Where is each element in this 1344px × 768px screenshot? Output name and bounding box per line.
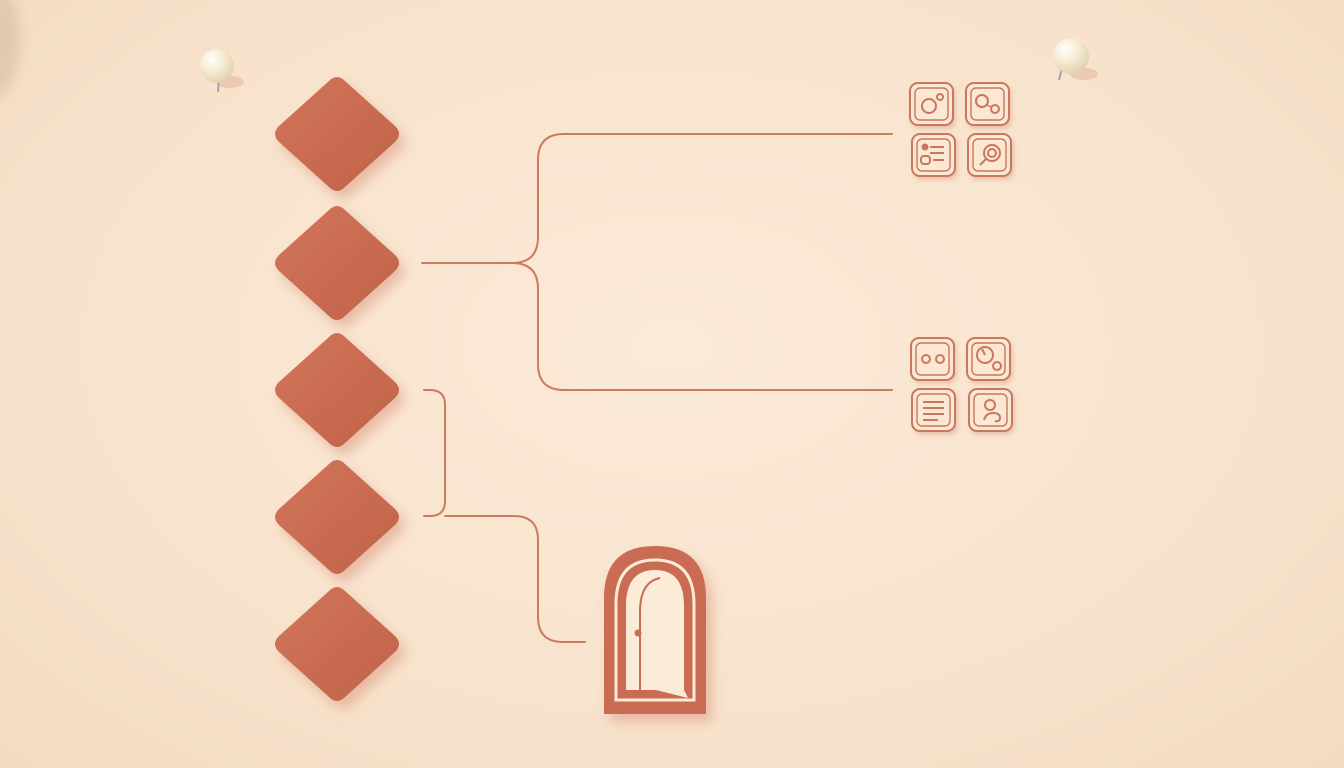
search-icon bbox=[967, 133, 1012, 177]
bracket-diamond3-diamond4 bbox=[423, 389, 446, 517]
exit-door bbox=[604, 546, 706, 714]
connector-diamond2-to-bottom-icons bbox=[511, 262, 893, 391]
pin-right bbox=[1053, 38, 1098, 81]
toggle-icon bbox=[965, 82, 1010, 126]
diamond-node-5 bbox=[275, 587, 399, 701]
cassette-icon bbox=[910, 337, 955, 381]
document-icon bbox=[911, 388, 956, 432]
door-panel-edge bbox=[639, 577, 661, 690]
camera-icon bbox=[909, 82, 954, 126]
diamond-node-4 bbox=[275, 460, 399, 574]
list-icon bbox=[911, 133, 956, 177]
diamond-node-2 bbox=[275, 206, 399, 320]
diamond-node-1 bbox=[275, 77, 399, 191]
diamond-node-3 bbox=[275, 333, 399, 447]
door-knob bbox=[634, 629, 642, 637]
gauge-icon bbox=[966, 337, 1011, 381]
icon-group-bottom bbox=[910, 337, 1013, 432]
user-card-icon bbox=[968, 388, 1013, 432]
icon-group-top bbox=[909, 82, 1012, 177]
connector-diamond4-to-door bbox=[444, 515, 586, 643]
connector-diamond2-to-top-icons bbox=[421, 133, 893, 264]
pin-left bbox=[200, 49, 244, 93]
